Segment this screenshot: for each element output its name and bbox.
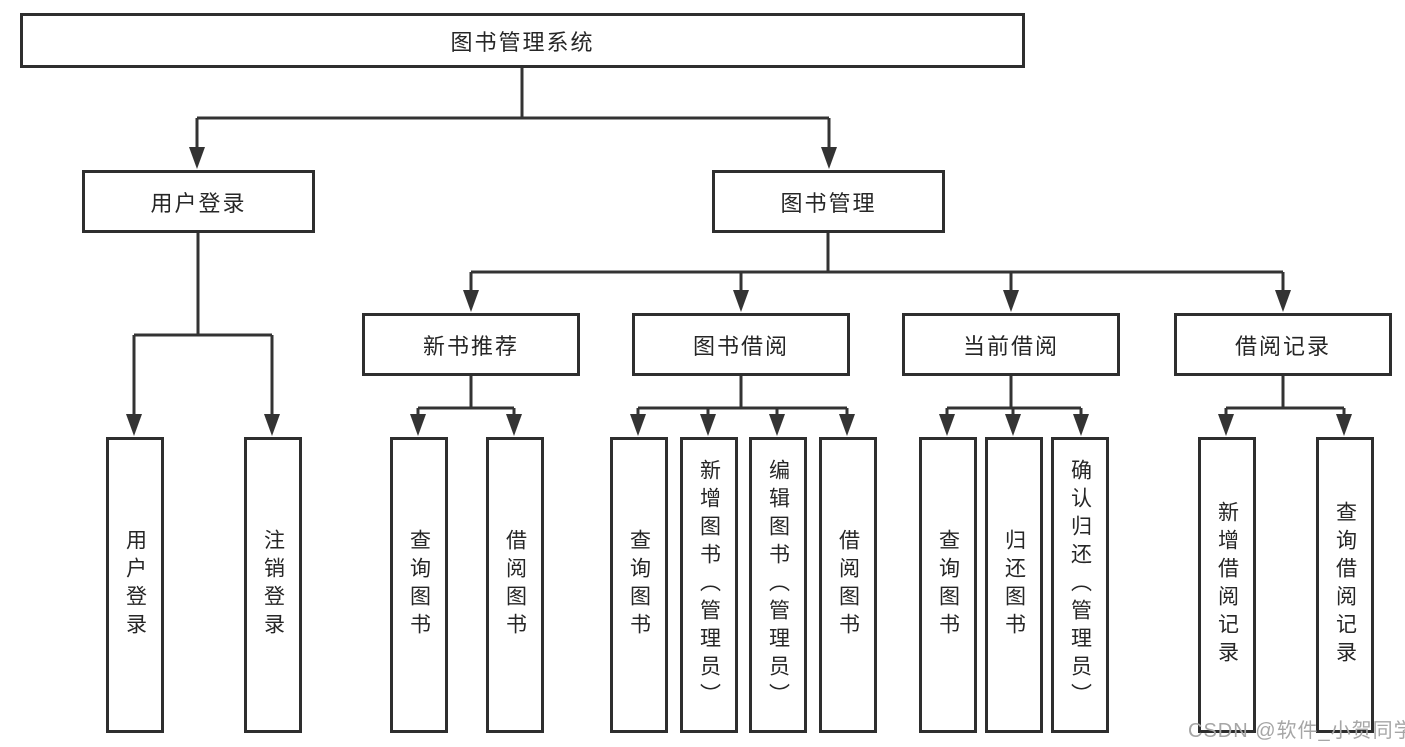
node-borrow-records-label: 借阅记录 [1234, 333, 1331, 359]
connector-borrow-records-leaves [1224, 374, 1346, 416]
leaf-bookborrow-query-books: 查询图书 [610, 437, 668, 733]
node-current-borrow: 当前借阅 [902, 313, 1120, 376]
node-new-books: 新书推荐 [362, 313, 580, 376]
leaf-bookborrow-edit-books-admin: 编辑图书（管理员） [749, 437, 807, 733]
connector-current-borrow-leaves [945, 374, 1083, 416]
node-root-label: 图书管理系统 [450, 29, 595, 55]
csdn-watermark: CSDN @软件_小贺同学 [1188, 720, 1405, 742]
leaf-user-login: 用户登录 [106, 437, 164, 733]
leaf-current-query-books: 查询图书 [919, 437, 977, 733]
node-user-login-label: 用户登录 [150, 190, 247, 216]
leaf-newbooks-borrow-books: 借阅图书 [486, 437, 544, 733]
arrowheads-level2 [189, 147, 837, 169]
connector-new-books-leaves [416, 374, 516, 416]
node-book-borrow: 图书借阅 [632, 313, 850, 376]
connector-book-borrow-leaves [636, 374, 849, 416]
leaf-logout: 注销登录 [244, 437, 302, 733]
leaf-bookborrow-borrow-books: 借阅图书 [819, 437, 877, 733]
leaf-newbooks-query-books: 查询图书 [390, 437, 448, 733]
node-book-borrow-label: 图书借阅 [692, 333, 789, 359]
connector-user-login-leaves [132, 231, 274, 416]
connector-root-to-level2 [195, 66, 831, 150]
node-root: 图书管理系统 [20, 13, 1025, 68]
node-book-mgmt-label: 图书管理 [780, 190, 877, 216]
node-new-books-label: 新书推荐 [422, 333, 519, 359]
arrowheads-user-login-leaves [126, 414, 280, 436]
arrowheads-level3 [463, 290, 1291, 312]
leaf-records-query-record: 查询借阅记录 [1316, 437, 1374, 733]
leaf-current-confirm-return-admin: 确认归还（管理员） [1051, 437, 1109, 733]
node-book-mgmt: 图书管理 [712, 170, 945, 233]
node-current-borrow-label: 当前借阅 [962, 333, 1059, 359]
node-user-login: 用户登录 [82, 170, 315, 233]
leaf-current-return-books: 归还图书 [985, 437, 1043, 733]
node-borrow-records: 借阅记录 [1174, 313, 1392, 376]
connector-book-mgmt-to-level3 [469, 231, 1285, 294]
arrowheads-leaf-row [410, 414, 1352, 436]
leaf-bookborrow-add-books-admin: 新增图书（管理员） [680, 437, 738, 733]
leaf-records-add-record: 新增借阅记录 [1198, 437, 1256, 733]
